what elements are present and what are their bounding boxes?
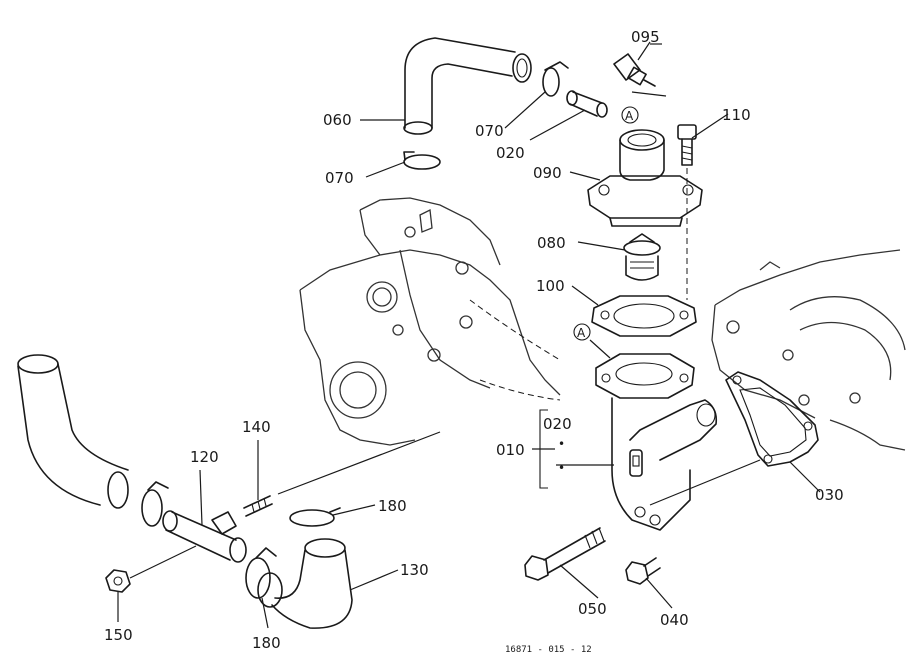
thermostat-080 — [623, 233, 661, 281]
thermo-sensor-095 — [613, 41, 656, 87]
callout-040: 040 — [660, 611, 689, 629]
water-pipe-120 — [162, 510, 247, 563]
dot-marker: • — [558, 461, 565, 475]
marker-a-mid: A — [573, 323, 591, 341]
hose-clamp-070-mid — [403, 151, 441, 170]
callout-100: 100 — [536, 277, 565, 295]
bolt-050 — [524, 527, 606, 581]
gasket-100 — [591, 295, 697, 337]
marker-a-top: A — [621, 106, 639, 124]
leader-lines — [117, 43, 821, 629]
callout-020-bracket: 020 — [543, 415, 572, 433]
water-flange-010 — [595, 353, 718, 531]
stud-bolt-140 — [243, 495, 273, 517]
callout-130: 130 — [400, 561, 429, 579]
callout-150: 150 — [104, 626, 133, 644]
callout-140: 140 — [242, 418, 271, 436]
nut-150 — [105, 569, 131, 593]
bracket-010: • • — [539, 409, 565, 489]
svg-text:A: A — [577, 326, 586, 340]
svg-text:A: A — [625, 109, 634, 123]
bypass-hose-left — [17, 354, 129, 509]
gasket-030 — [725, 371, 819, 467]
dot-marker: • — [558, 437, 565, 451]
callout-050: 050 — [578, 600, 607, 618]
hose-clamp-180-lower — [245, 547, 277, 599]
callout-080: 080 — [537, 234, 566, 252]
callout-110: 110 — [722, 106, 751, 124]
callout-060: 060 — [323, 111, 352, 129]
thermostat-cover-090 — [587, 129, 703, 227]
callout-070-top: 070 — [475, 122, 504, 140]
callout-030: 030 — [815, 486, 844, 504]
engine-block-right — [711, 249, 906, 451]
bolt-040 — [625, 557, 661, 585]
callout-180-lower: 180 — [252, 634, 281, 652]
callout-095: 095 — [631, 28, 660, 46]
hose-clamp-left — [141, 481, 169, 527]
upper-hose-060 — [403, 37, 532, 135]
callout-020-top: 020 — [496, 144, 525, 162]
pipe-020-top — [566, 90, 608, 118]
callout-010: 010 — [496, 441, 525, 459]
hose-130 — [257, 538, 353, 629]
callout-120: 120 — [190, 448, 219, 466]
drawing-reference-code: 16871 - 015 - 12 — [505, 645, 592, 655]
engine-block-left — [299, 197, 561, 446]
hose-clamp-180-upper — [289, 507, 341, 527]
hose-clamp-070-top — [542, 61, 569, 97]
callout-070-mid: 070 — [325, 169, 354, 187]
callout-180-upper: 180 — [378, 497, 407, 515]
callout-090: 090 — [533, 164, 562, 182]
bolt-110 — [677, 124, 697, 300]
